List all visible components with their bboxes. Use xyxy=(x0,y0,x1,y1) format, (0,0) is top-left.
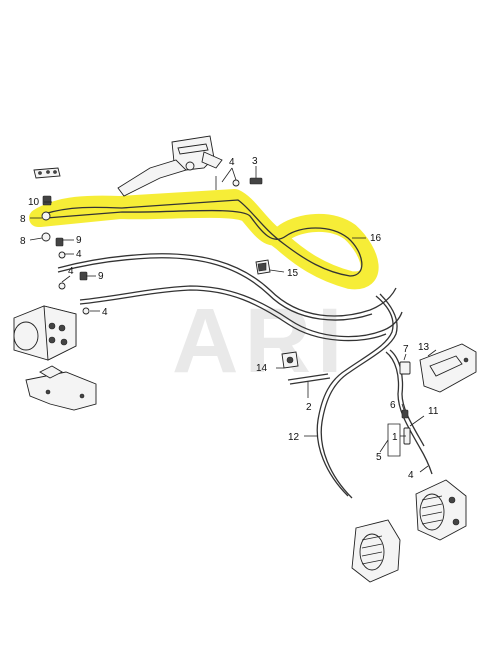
callout-16: 16 xyxy=(370,233,382,244)
callout-8-upper: 8 xyxy=(20,214,26,225)
washer-4-top[interactable] xyxy=(232,179,240,187)
master-cylinder[interactable] xyxy=(117,135,223,197)
callout-8-lower: 8 xyxy=(20,236,26,247)
washer-4-left-c[interactable] xyxy=(82,307,90,315)
callout-12: 14 xyxy=(256,363,268,374)
rear-caliper-11[interactable] xyxy=(419,343,477,393)
banjo-bolt-3[interactable] xyxy=(249,177,263,185)
callout-13: 15 xyxy=(287,268,299,279)
abs-bracket[interactable] xyxy=(25,365,97,411)
watermark-text: ARI xyxy=(172,290,348,392)
brake-line-16[interactable] xyxy=(43,199,363,277)
bracket-5 xyxy=(387,423,401,457)
callout-11: 13 xyxy=(418,342,430,353)
callout-6: 6 xyxy=(390,400,396,411)
callout-7: 7 xyxy=(403,344,409,355)
callout-4-left-a: 4 xyxy=(76,249,82,260)
front-caliper-left[interactable] xyxy=(351,519,401,583)
clip-13[interactable] xyxy=(255,259,271,275)
callout-2: 2 xyxy=(306,402,312,413)
callout-4-right: 4 xyxy=(408,470,414,481)
washer-4-left-a[interactable] xyxy=(58,251,66,259)
clamp-top-left[interactable] xyxy=(33,167,61,179)
callout-4-left-b: 4 xyxy=(68,266,74,277)
callout-3: 3 xyxy=(252,156,258,167)
callout-15: 11 xyxy=(428,406,439,417)
callout-9-upper: 9 xyxy=(76,235,82,246)
callout-10: 10 xyxy=(28,197,40,208)
callout-4-top: 4 xyxy=(229,157,235,168)
front-caliper-right[interactable] xyxy=(415,479,467,541)
abs-line-lower-b[interactable] xyxy=(79,289,387,342)
abs-line-upper[interactable] xyxy=(57,253,397,317)
clip-12[interactable] xyxy=(281,351,299,369)
bolt-9-lower[interactable] xyxy=(79,271,88,281)
callout-14: 12 xyxy=(288,432,300,443)
line-right-long-b[interactable] xyxy=(320,293,398,499)
hose-2[interactable] xyxy=(287,373,329,381)
callout-1: 1 xyxy=(392,432,398,443)
abs-line-lower[interactable] xyxy=(79,285,403,338)
abs-line-upper-b[interactable] xyxy=(57,257,373,321)
leader-lines xyxy=(29,166,437,473)
washer-8-upper[interactable] xyxy=(41,211,51,221)
washer-8-lower[interactable] xyxy=(41,232,51,242)
line-right-long[interactable] xyxy=(316,295,394,497)
abs-modulator[interactable] xyxy=(13,305,77,361)
callout-9-lower: 9 xyxy=(98,271,104,282)
callout-5: 5 xyxy=(376,452,382,463)
bolt-9-upper[interactable] xyxy=(55,237,64,247)
fitting-6[interactable] xyxy=(401,409,409,419)
splitter-block-7[interactable] xyxy=(399,361,411,375)
bolt-10[interactable] xyxy=(42,195,52,206)
washer-4-left-b[interactable] xyxy=(58,282,66,290)
callout-4-left-c: 4 xyxy=(102,307,108,318)
line-right-short[interactable] xyxy=(385,351,433,475)
